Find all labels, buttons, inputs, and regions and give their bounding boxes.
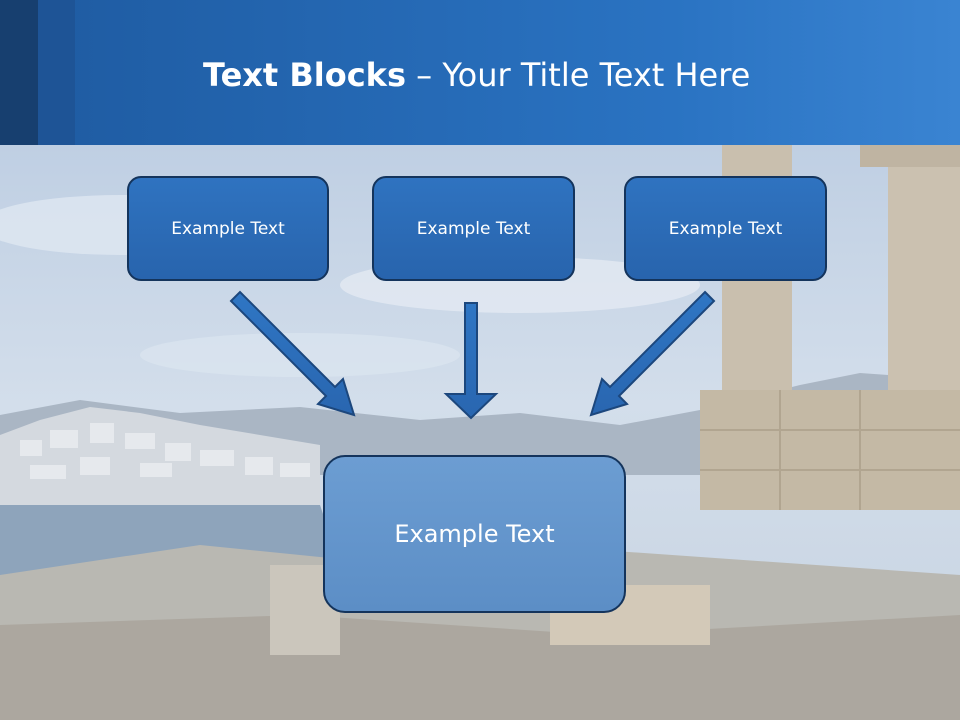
text-block-3-label: Example Text (668, 218, 783, 239)
main-text-block-label: Example Text (394, 520, 555, 548)
arrow-left-diagonal-icon (229, 290, 356, 417)
title-rest: – Your Title Text Here (406, 56, 751, 94)
text-block-1[interactable]: Example Text (127, 176, 329, 281)
text-block-2-label: Example Text (416, 218, 531, 239)
text-block-2[interactable]: Example Text (372, 176, 575, 281)
text-block-1-label: Example Text (171, 218, 285, 239)
title-bold: Text Blocks (203, 56, 406, 94)
header-accent-bar (38, 0, 75, 145)
arrow-right-diagonal-icon (589, 290, 716, 417)
header-accent-bar-dark (0, 0, 38, 145)
arrow-down-icon (443, 302, 499, 420)
header-band: Text Blocks – Your Title Text Here (0, 0, 960, 145)
text-block-3[interactable]: Example Text (624, 176, 827, 281)
main-text-block[interactable]: Example Text (323, 455, 626, 613)
slide-title[interactable]: Text Blocks – Your Title Text Here (203, 55, 750, 95)
